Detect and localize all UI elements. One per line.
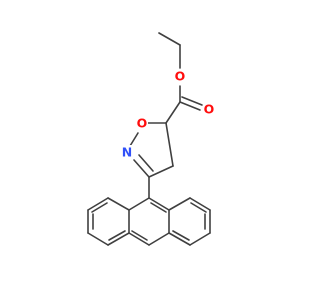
anthracene-double-3 <box>190 202 207 213</box>
anthracene-double-8 <box>108 230 126 241</box>
atom-o-ester-carbonyl: O <box>203 102 215 117</box>
anthracene-bond-16 <box>107 232 130 246</box>
atom-label-n: N <box>122 145 132 160</box>
bond-c4-c5 <box>165 122 174 167</box>
atom-o-ring: O <box>136 116 148 131</box>
anthracene-bond-15 <box>87 232 109 246</box>
anthracene-bond-7 <box>168 197 191 211</box>
bond-c3-c4 <box>148 165 174 178</box>
bond-o1-n2 <box>129 132 139 147</box>
anthracene-bond-4 <box>128 232 150 246</box>
bond-n2-c3-double-b <box>138 154 154 172</box>
anthracene-bond-1 <box>148 197 170 211</box>
atom-label-o: O <box>175 69 186 84</box>
anthracene-bond-12 <box>107 197 130 211</box>
atom-label-o: O <box>137 116 148 131</box>
anthracene-bond-8 <box>189 197 211 211</box>
structure-canvas: O O O N <box>87 32 215 246</box>
anthracene-bond-3 <box>148 232 170 246</box>
bond-carbonyl-c-o-double-b <box>181 96 203 106</box>
atom-n-ring: N <box>121 145 133 160</box>
chemical-structure-drawing: O O O N <box>87 32 215 246</box>
anthracene-double-5 <box>172 230 190 241</box>
anthracene-bond-10 <box>189 232 211 246</box>
bond-carbonyl-c-o-double-a <box>179 101 201 111</box>
anthracene-bond-6 <box>128 197 150 211</box>
anthracene-double-1 <box>150 202 167 213</box>
anthracene-double-2 <box>131 230 148 241</box>
bond-carbonyl-c-to-ring-c5 <box>165 101 181 124</box>
atom-label-o: O <box>204 102 215 117</box>
bond-ethyl-ch3-ch2 <box>158 32 181 46</box>
bond-n2-c3-double-a <box>133 159 150 178</box>
anthracene-bond-11 <box>168 232 191 246</box>
anthracene-bond-13 <box>87 197 109 211</box>
atom-o-ester-ether: O <box>174 69 186 84</box>
anthracene-double-6 <box>91 202 108 213</box>
